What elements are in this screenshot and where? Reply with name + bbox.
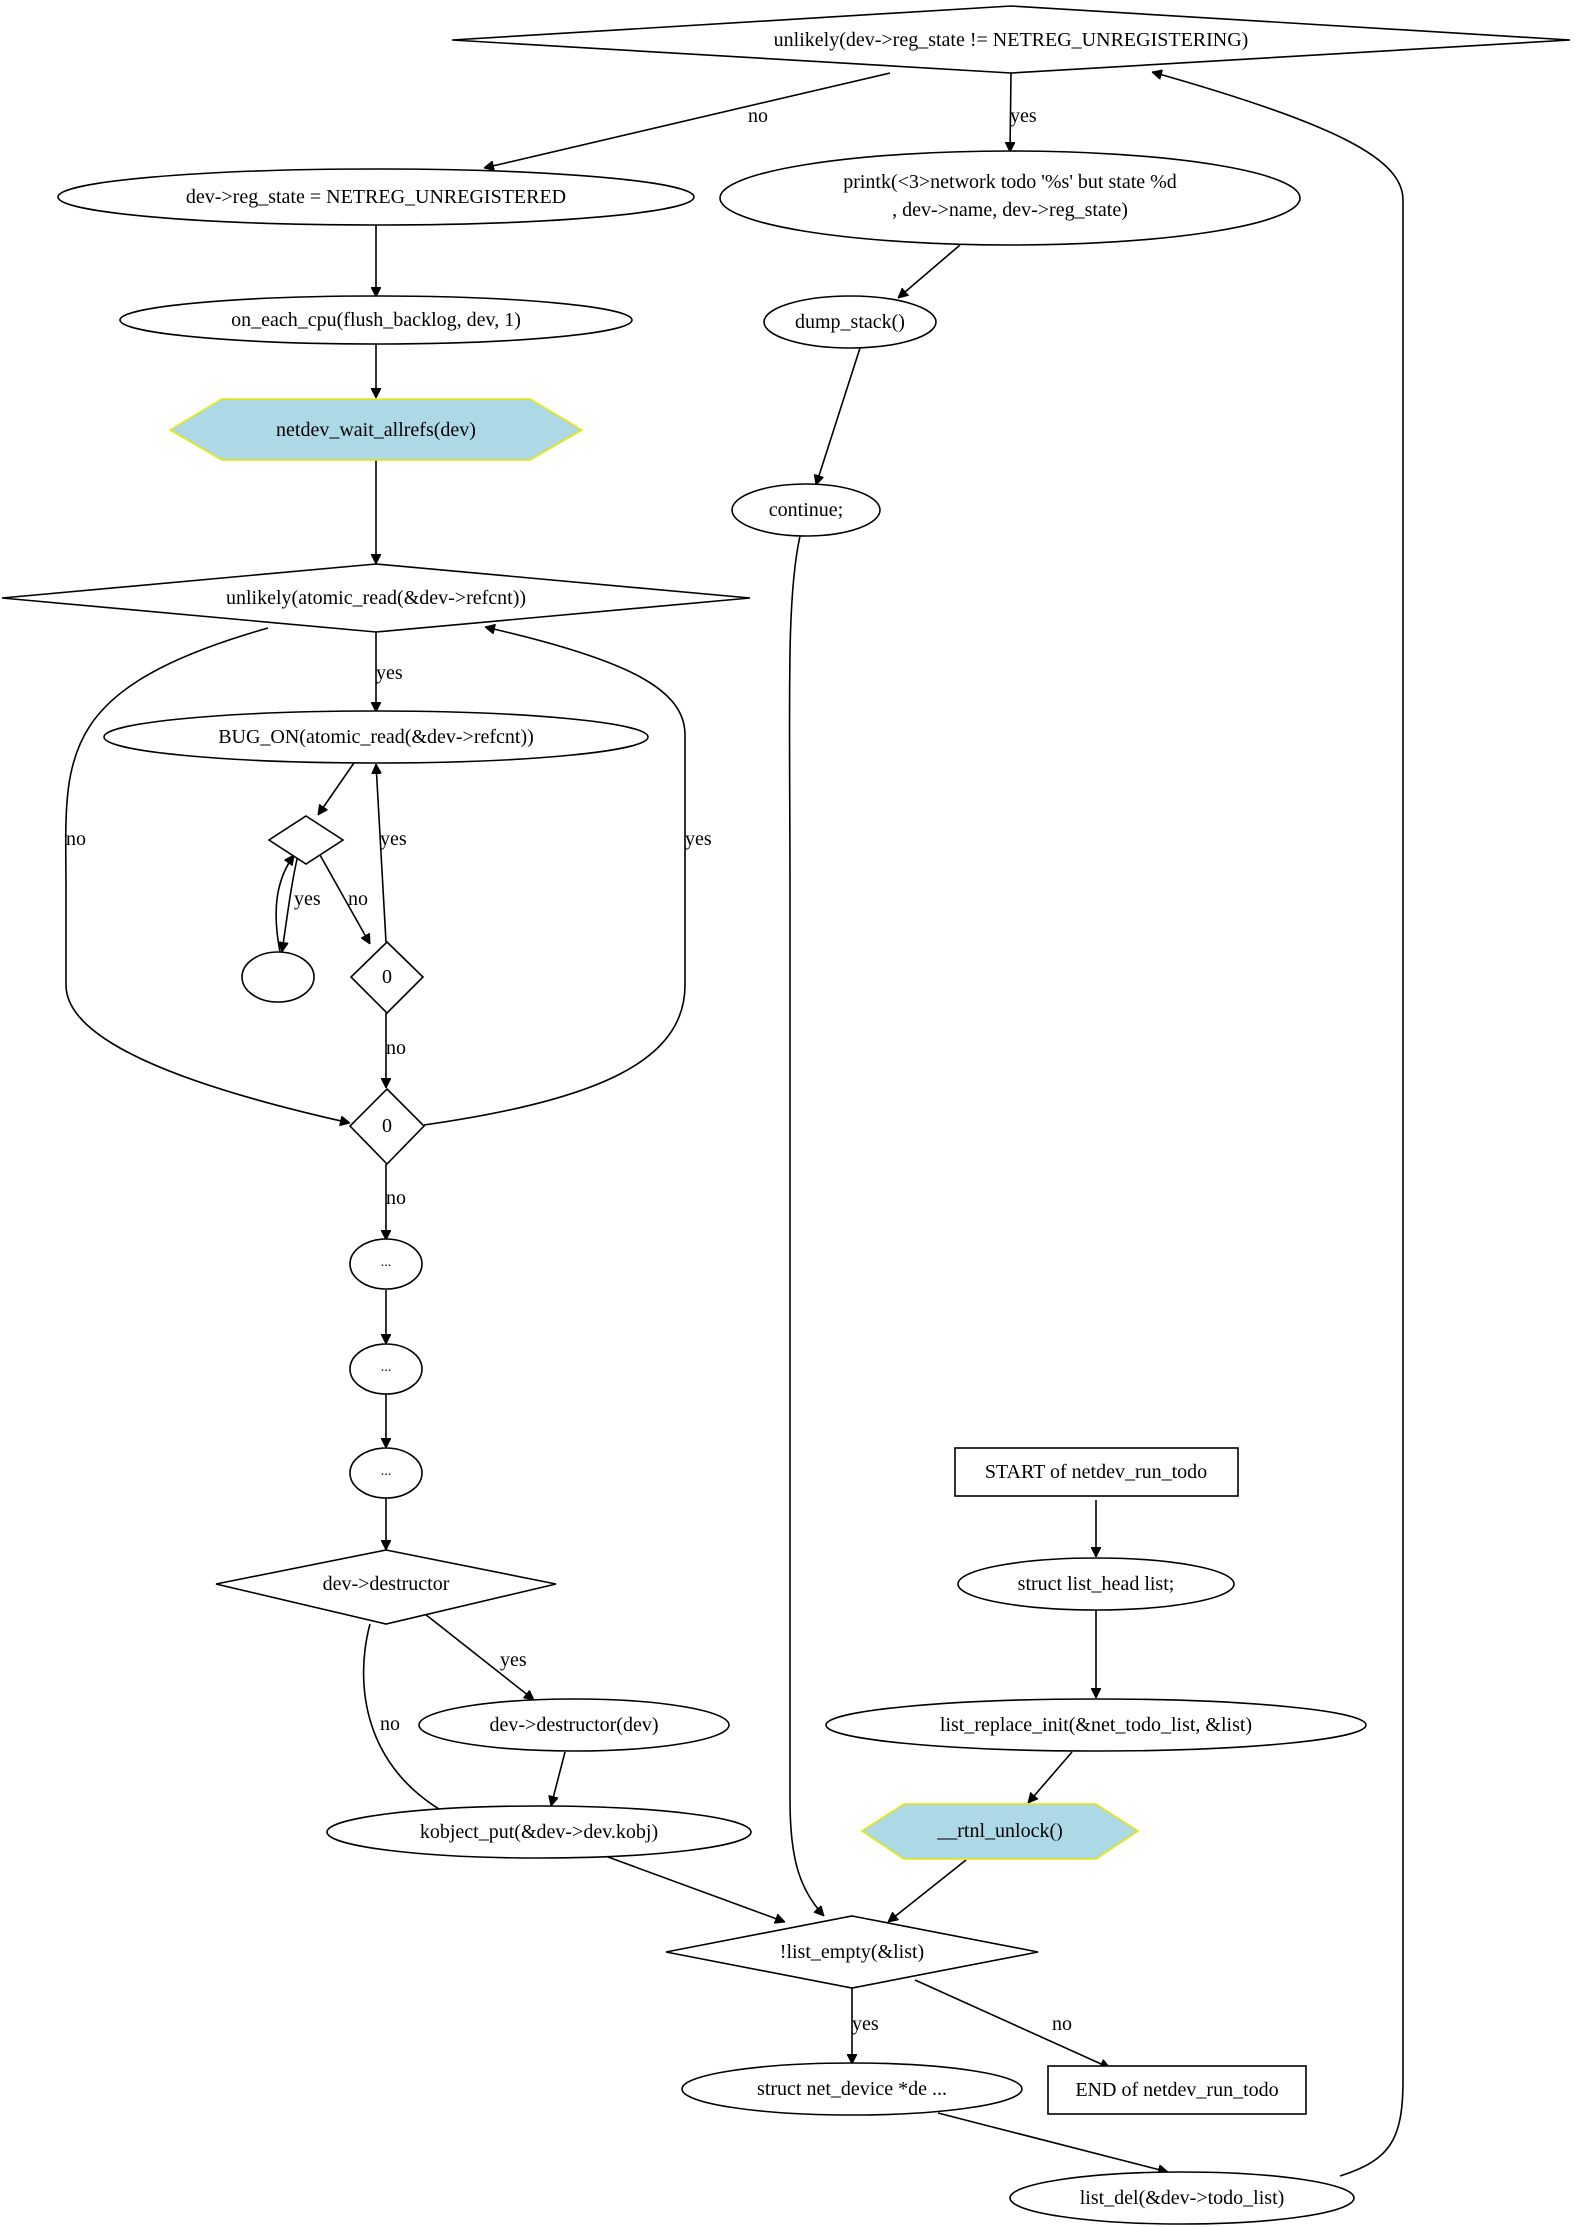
edge-label-destructor-yes: yes — [500, 1649, 527, 1671]
edge-rtnl-to-listempty — [888, 1859, 967, 1922]
node-start[interactable]: START of netdev_run_todo — [954, 1447, 1239, 1497]
edge-label-listempty-yes: yes — [852, 2013, 879, 2035]
node-rtnl-unlock[interactable]: __rtnl_unlock() — [860, 1803, 1140, 1860]
edge-continue-to-listempty — [788, 535, 824, 1916]
edge-label-zero1-yes: yes — [380, 828, 407, 850]
decision-destructor-label: dev->destructor — [323, 1573, 450, 1595]
node-dump-stack[interactable]: dump_stack() — [763, 295, 937, 349]
node-call-destructor[interactable]: dev->destructor(dev) — [418, 1698, 730, 1752]
edge-destructor-no — [362, 1623, 455, 1819]
node-set-unregistered-label: dev->reg_state = NETREG_UNREGISTERED — [186, 186, 566, 208]
node-rtnl-unlock-label: __rtnl_unlock() — [936, 1820, 1063, 1842]
node-wait-allrefs-label: netdev_wait_allrefs(dev) — [276, 419, 476, 441]
node-empty[interactable] — [241, 951, 315, 1003]
decision-reg-state[interactable]: unlikely(dev->reg_state != NETREG_UNREGI… — [451, 5, 1571, 74]
edge-label-zero1-no: no — [386, 1037, 406, 1059]
edge-label-refcnt-no: no — [66, 828, 86, 850]
edge-dump-to-continue — [816, 347, 861, 485]
edge-small-loop-up — [275, 855, 294, 953]
node-net-device[interactable]: struct net_device *de ... — [681, 2062, 1023, 2116]
edge-labels: no yes yes no yes yes yes no no no yes n… — [66, 105, 1072, 2035]
edge-label-small-yes: yes — [294, 888, 321, 910]
edge-kobj-to-listempty — [607, 1856, 785, 1922]
edge-listdel-to-top — [1152, 72, 1404, 2177]
node-kobject-put[interactable]: kobject_put(&dev->dev.kobj) — [326, 1805, 752, 1859]
node-dots-1-label: ... — [381, 1255, 392, 1270]
edge-label-small-no: no — [348, 888, 368, 910]
decision-destructor[interactable]: dev->destructor — [215, 1549, 557, 1625]
node-dots-2-label: ... — [381, 1360, 392, 1375]
node-call-destructor-label: dev->destructor(dev) — [490, 1714, 659, 1736]
decision-zero-1-label: 0 — [382, 966, 392, 988]
node-list-del-label: list_del(&dev->todo_list) — [1080, 2187, 1285, 2209]
decision-list-empty[interactable]: !list_empty(&list) — [665, 1915, 1039, 1989]
node-continue[interactable]: continue; — [731, 483, 881, 537]
node-dots-1[interactable]: ... — [349, 1238, 423, 1290]
nodes: unlikely(dev->reg_state != NETREG_UNREGI… — [1, 5, 1571, 2225]
edge-label-state-yes: yes — [1010, 105, 1037, 127]
node-dump-stack-label: dump_stack() — [795, 311, 905, 333]
edge-state-no — [484, 72, 891, 168]
node-list-head[interactable]: struct list_head list; — [957, 1557, 1235, 1611]
edge-refcnt-no — [64, 627, 350, 1123]
node-list-head-label: struct list_head list; — [1018, 1573, 1175, 1595]
node-on-each-cpu-label: on_each_cpu(flush_backlog, dev, 1) — [231, 309, 521, 331]
edge-label-refcnt-yes: yes — [376, 662, 403, 684]
node-list-replace[interactable]: list_replace_init(&net_todo_list, &list) — [825, 1698, 1367, 1752]
node-wait-allrefs[interactable]: netdev_wait_allrefs(dev) — [168, 398, 584, 461]
edge-printk-to-dump — [898, 244, 961, 298]
edge-destructor-yes — [424, 1613, 534, 1700]
edge-label-zero2-yes: yes — [685, 828, 712, 850]
edge-calldestr-to-kobj — [551, 1751, 566, 1806]
node-kobject-put-label: kobject_put(&dev->dev.kobj) — [420, 1821, 658, 1843]
node-dots-2[interactable]: ... — [349, 1343, 423, 1395]
decision-zero-1[interactable]: 0 — [349, 940, 425, 1015]
node-end[interactable]: END of netdev_run_todo — [1047, 2065, 1307, 2115]
decision-refcnt-label: unlikely(atomic_read(&dev->refcnt)) — [226, 587, 526, 609]
node-dots-3[interactable]: ... — [349, 1447, 423, 1499]
node-printk-label-line1: printk(<3>network todo '%s' but state %d — [843, 171, 1177, 193]
node-end-label: END of netdev_run_todo — [1075, 2079, 1278, 2101]
node-set-unregistered[interactable]: dev->reg_state = NETREG_UNREGISTERED — [57, 168, 695, 226]
decision-zero-2-label: 0 — [382, 1115, 392, 1137]
node-printk-label-line2: , dev->name, dev->reg_state) — [892, 199, 1128, 221]
decision-empty[interactable] — [267, 815, 345, 865]
node-bug-on-label: BUG_ON(atomic_read(&dev->refcnt)) — [218, 726, 534, 748]
edge-label-destructor-no: no — [380, 1713, 400, 1735]
node-net-device-label: struct net_device *de ... — [757, 2078, 947, 2100]
edge-bug-to-small — [317, 759, 357, 815]
edge-zero2-yes — [423, 627, 686, 1126]
decision-refcnt[interactable]: unlikely(atomic_read(&dev->refcnt)) — [1, 563, 751, 633]
edge-state-yes — [1010, 72, 1011, 152]
node-start-label: START of netdev_run_todo — [985, 1461, 1207, 1483]
edge-label-state-no: no — [748, 105, 768, 127]
edge-label-listempty-no: no — [1052, 2013, 1072, 2035]
node-bug-on[interactable]: BUG_ON(atomic_read(&dev->refcnt)) — [103, 710, 649, 764]
edge-small-yes-down — [282, 854, 299, 952]
decision-list-empty-label: !list_empty(&list) — [780, 1941, 924, 1963]
node-list-del[interactable]: list_del(&dev->todo_list) — [1009, 2171, 1355, 2225]
edges — [64, 72, 1404, 2177]
node-dots-3-label: ... — [381, 1464, 392, 1479]
edge-label-zero2-no: no — [386, 1187, 406, 1209]
edge-replace-to-rtnl — [1028, 1751, 1073, 1803]
decision-reg-state-label: unlikely(dev->reg_state != NETREG_UNREGI… — [774, 29, 1249, 51]
node-printk[interactable]: printk(<3>network todo '%s' but state %d… — [719, 150, 1301, 246]
node-list-replace-label: list_replace_init(&net_todo_list, &list) — [940, 1714, 1252, 1736]
edge-netdev-to-listdel — [937, 2112, 1168, 2172]
node-continue-label: continue; — [769, 499, 843, 521]
edge-zero1-yes — [376, 764, 387, 943]
node-on-each-cpu[interactable]: on_each_cpu(flush_backlog, dev, 1) — [119, 295, 633, 345]
edge-listempty-no — [914, 1979, 1110, 2068]
edge-small-no — [319, 854, 371, 944]
decision-zero-2[interactable]: 0 — [348, 1087, 426, 1166]
